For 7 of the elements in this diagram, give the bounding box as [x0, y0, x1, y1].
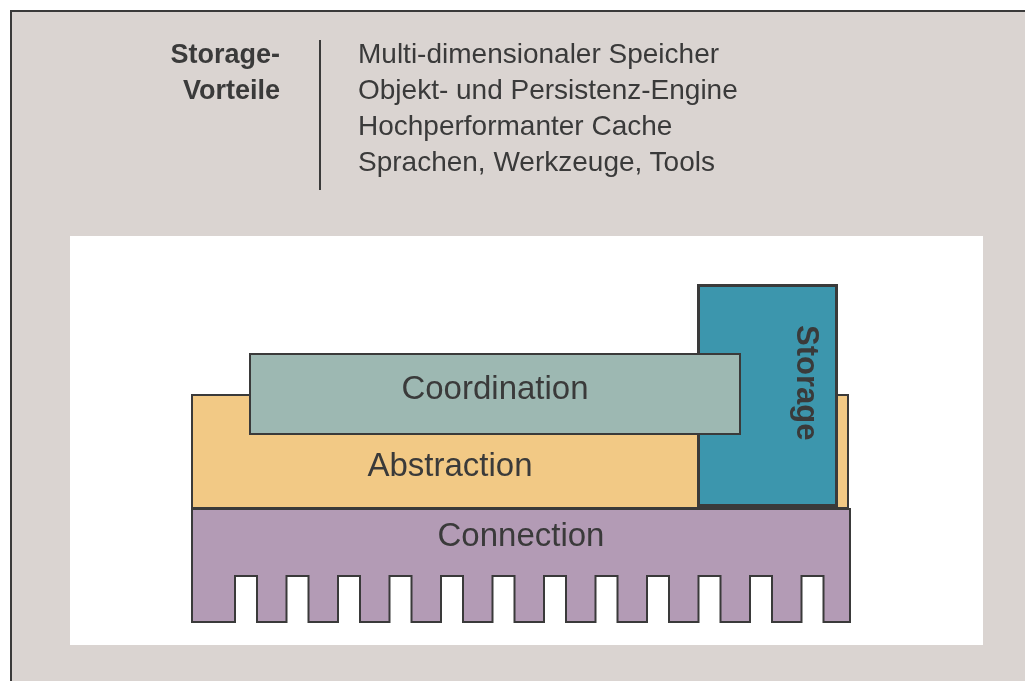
list-item: Multi-dimensionaler Speicher: [358, 37, 720, 71]
list-item: Objekt- und Persistenz-Engine: [358, 73, 738, 107]
connection-layer: Connection: [191, 508, 851, 623]
coordination-layer: Coordination: [249, 353, 741, 435]
list-item: Hochperformanter Cache: [358, 109, 673, 143]
list-item: Sprachen, Werkzeuge, Tools: [358, 145, 715, 179]
heading: Storage- Vorteile: [169, 38, 280, 107]
